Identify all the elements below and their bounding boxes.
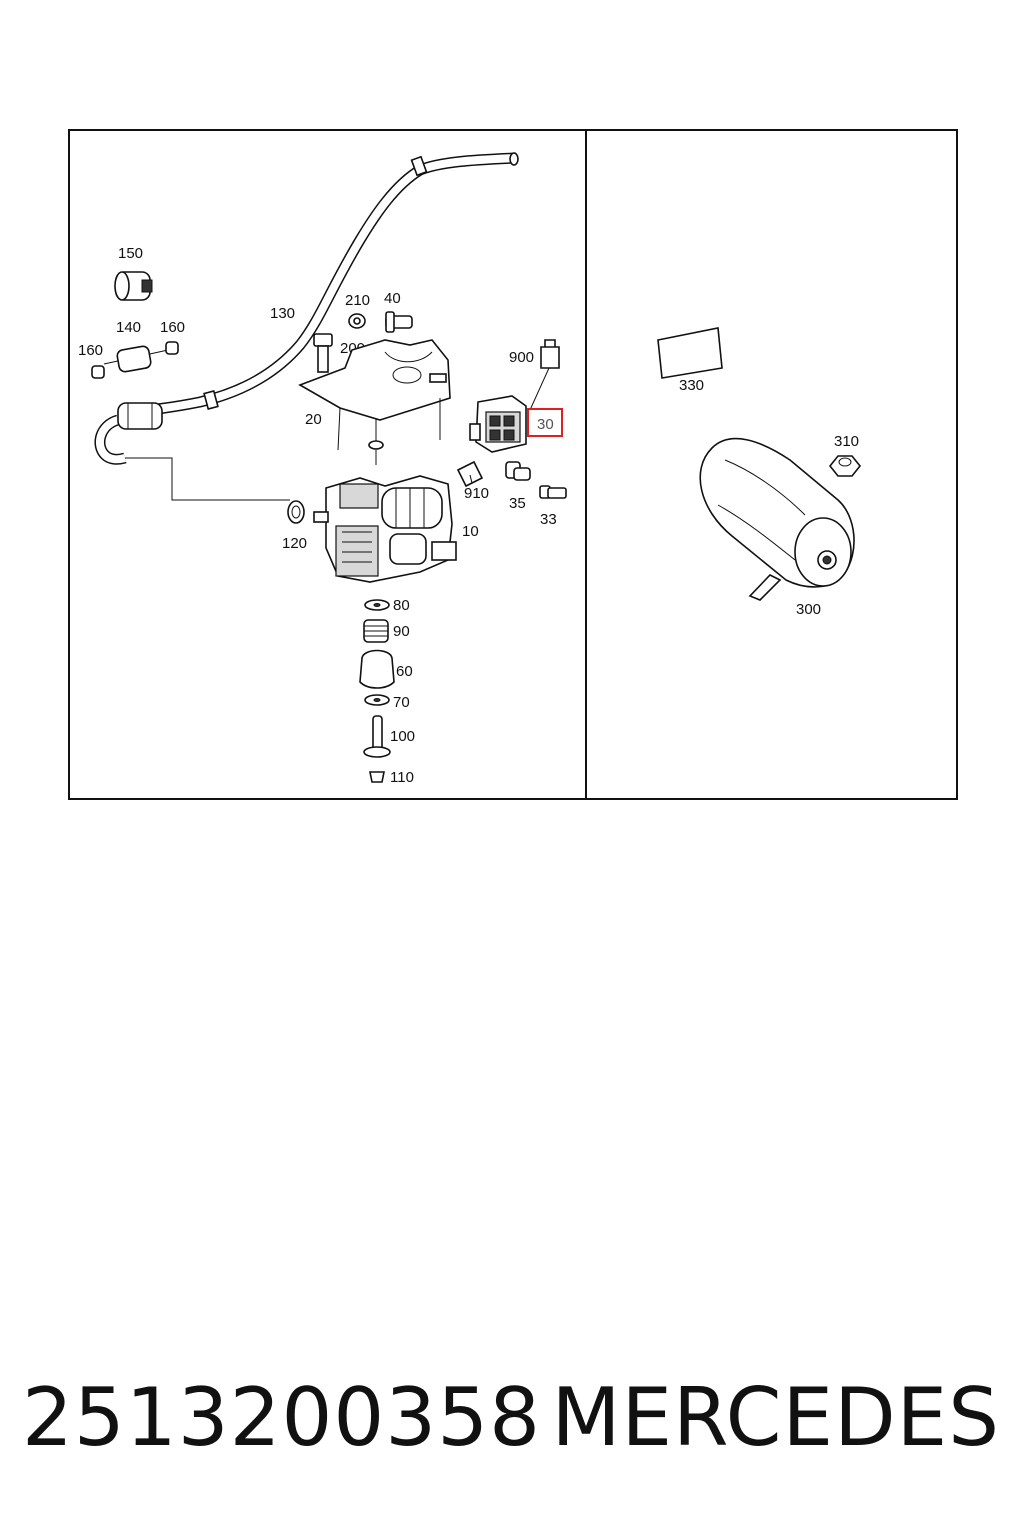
brand-name: MERCEDES: [551, 1371, 1000, 1464]
callout-300: 300: [796, 601, 821, 618]
part-120-clamp: [287, 500, 305, 524]
callout-160-left: 160: [78, 342, 103, 359]
part-910-label: [456, 460, 484, 488]
callout-100: 100: [390, 728, 415, 745]
part-number: 2513200358: [22, 1371, 541, 1464]
part-30-valve-block: [469, 395, 527, 453]
callout-210: 210: [345, 292, 370, 309]
part-900-connector: [529, 339, 560, 411]
callout-900: 900: [509, 349, 534, 366]
footer-caption: 2513200358 MERCEDES: [0, 1368, 1024, 1468]
callout-130: 130: [270, 305, 295, 322]
right-panel-frame: [585, 129, 958, 800]
callout-120: 120: [282, 535, 307, 552]
part-70-washer: [364, 694, 390, 706]
part-300-reservoir: [699, 437, 855, 601]
part-210-washer: [348, 313, 366, 329]
parts-diagram: 150 140 160 160 130 210 40 200 20: [68, 129, 958, 800]
callout-20: 20: [305, 411, 322, 428]
part-90-spring: [363, 619, 389, 643]
callout-70: 70: [393, 694, 410, 711]
part-40-bolt: [385, 311, 413, 333]
part-60-mount: [359, 649, 395, 689]
callout-140: 140: [116, 319, 141, 336]
callout-60: 60: [396, 663, 413, 680]
part-33-fitting: [539, 485, 567, 499]
filter-hose: [94, 402, 290, 501]
part-200-bolt: [313, 333, 333, 373]
air-hose-130: [129, 152, 519, 418]
callout-30: 30: [537, 416, 554, 433]
callout-35: 35: [509, 495, 526, 512]
part-100-pin: [363, 715, 391, 758]
callout-80: 80: [393, 597, 410, 614]
part-150-drawing: [114, 271, 153, 301]
callout-160-right: 160: [160, 319, 185, 336]
part-330-label: [657, 327, 723, 379]
part-10-compressor: [313, 475, 457, 583]
part-310-nut: [828, 455, 862, 477]
callout-90: 90: [393, 623, 410, 640]
part-140-drawing: [91, 341, 179, 379]
part-20-bracket: [298, 339, 451, 465]
callout-910: 910: [464, 485, 489, 502]
part-80-washer: [364, 599, 390, 611]
callout-330: 330: [679, 377, 704, 394]
callout-33: 33: [540, 511, 557, 528]
callout-10: 10: [462, 523, 479, 540]
callout-310: 310: [834, 433, 859, 450]
part-110-cap: [369, 771, 385, 783]
highlight-box-30: [527, 408, 563, 437]
callout-150: 150: [118, 245, 143, 262]
part-35-fitting: [505, 461, 531, 481]
callout-110: 110: [390, 769, 414, 786]
callout-40: 40: [384, 290, 401, 307]
